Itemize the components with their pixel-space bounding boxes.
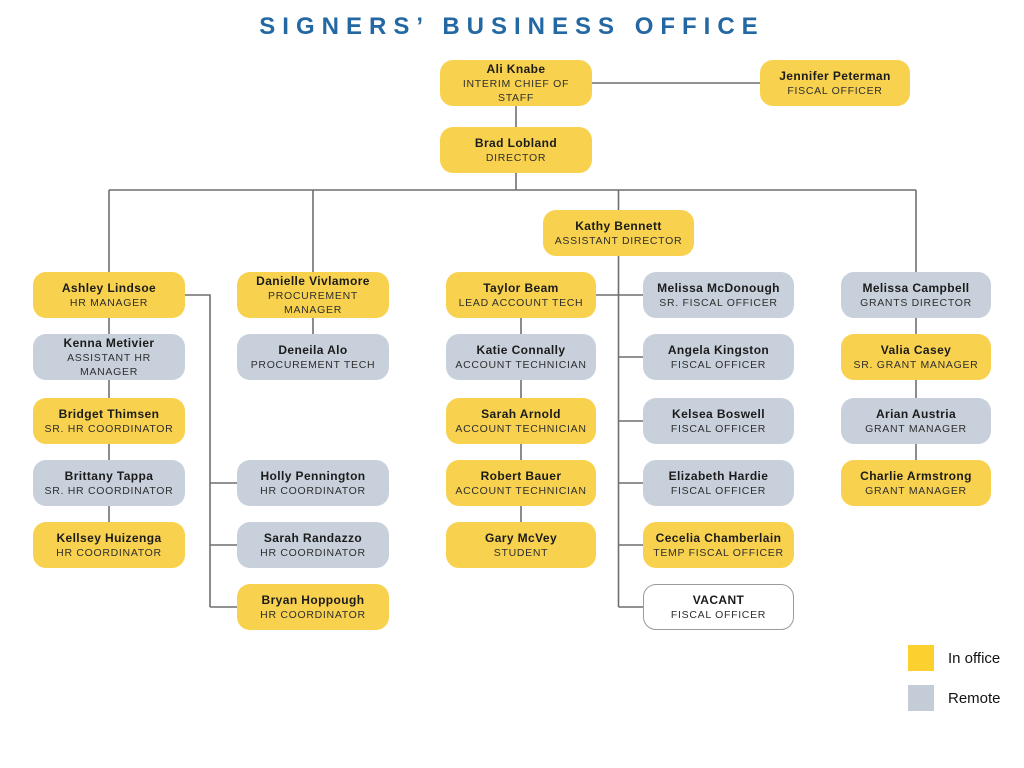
org-node-melissa-mcdonough: Melissa McDonough SR. FISCAL OFFICER (643, 272, 794, 318)
person-role: SR. GRANT MANAGER (853, 359, 979, 371)
org-node-vacant-fiscal-officer: VACANT FISCAL OFFICER (643, 584, 794, 630)
org-node-bryan-hoppough: Bryan Hoppough HR COORDINATOR (237, 584, 389, 630)
person-role: HR COORDINATOR (260, 547, 366, 559)
person-role: GRANT MANAGER (865, 485, 967, 497)
person-name: Bryan Hoppough (261, 592, 365, 607)
legend: In office Remote (908, 645, 1018, 725)
person-name: Sarah Arnold (481, 406, 561, 421)
org-node-angela-kingston: Angela Kingston FISCAL OFFICER (643, 334, 794, 380)
org-node-ashley-lindsoe: Ashley Lindsoe HR MANAGER (33, 272, 185, 318)
person-role: HR COORDINATOR (56, 547, 162, 559)
person-name: Kellsey Huizenga (56, 530, 162, 545)
org-node-gary-mcvey: Gary McVey STUDENT (446, 522, 596, 568)
person-role: FISCAL OFFICER (787, 85, 883, 97)
org-node-valia-casey: Valia Casey SR. GRANT MANAGER (841, 334, 991, 380)
person-role: ASSISTANT HR MANAGER (67, 351, 151, 379)
person-name: Deneila Alo (278, 342, 348, 357)
person-name: Cecelia Chamberlain (655, 530, 782, 545)
person-role: GRANT MANAGER (865, 423, 967, 435)
org-node-charlie-armstrong: Charlie Armstrong GRANT MANAGER (841, 460, 991, 506)
org-node-kathy-bennett: Kathy Bennett ASSISTANT DIRECTOR (543, 210, 694, 256)
person-name: Elizabeth Hardie (668, 468, 769, 483)
org-node-ali-knabe: Ali Knabe INTERIM CHIEF OF STAFF (440, 60, 592, 106)
org-node-bridget-thimsen: Bridget Thimsen SR. HR COORDINATOR (33, 398, 185, 444)
org-node-kellsey-huizenga: Kellsey Huizenga HR COORDINATOR (33, 522, 185, 568)
person-role: INTERIM CHIEF OF STAFF (462, 77, 570, 105)
person-role: PROCUREMENT MANAGER (268, 289, 358, 317)
legend-label: Remote (948, 689, 1001, 707)
person-name: Katie Connally (476, 342, 566, 357)
org-node-brittany-tappa: Brittany Tappa SR. HR COORDINATOR (33, 460, 185, 506)
person-role: ACCOUNT TECHNICIAN (455, 423, 587, 435)
person-role: HR COORDINATOR (260, 485, 366, 497)
person-name: Danielle Vivlamore (256, 273, 370, 288)
person-name: VACANT (692, 592, 745, 607)
org-node-taylor-beam: Taylor Beam LEAD ACCOUNT TECH (446, 272, 596, 318)
person-role: LEAD ACCOUNT TECH (458, 297, 584, 309)
person-role: HR COORDINATOR (260, 609, 366, 621)
person-name: Angela Kingston (667, 342, 770, 357)
legend-label: In office (948, 649, 1001, 667)
page-title: SIGNERS’ BUSINESS OFFICE (259, 13, 765, 40)
org-node-arian-austria: Arian Austria GRANT MANAGER (841, 398, 991, 444)
person-role: DIRECTOR (485, 152, 547, 164)
in-office-swatch (908, 645, 934, 671)
org-node-cecelia-chamberlain: Cecelia Chamberlain TEMP FISCAL OFFICER (643, 522, 794, 568)
person-role: FISCAL OFFICER (670, 609, 767, 621)
org-node-kenna-metivier: Kenna Metivier ASSISTANT HR MANAGER (33, 334, 185, 380)
person-role: FISCAL OFFICER (670, 359, 767, 371)
org-node-sarah-arnold: Sarah Arnold ACCOUNT TECHNICIAN (446, 398, 596, 444)
person-name: Sarah Randazzo (263, 530, 363, 545)
person-role: ACCOUNT TECHNICIAN (455, 359, 587, 371)
org-node-melissa-campbell: Melissa Campbell GRANTS DIRECTOR (841, 272, 991, 318)
org-node-holly-pennington: Holly Pennington HR COORDINATOR (237, 460, 389, 506)
org-node-robert-bauer: Robert Bauer ACCOUNT TECHNICIAN (446, 460, 596, 506)
org-node-sarah-randazzo: Sarah Randazzo HR COORDINATOR (237, 522, 389, 568)
person-name: Melissa McDonough (657, 280, 780, 295)
legend-row-remote: Remote (908, 685, 1018, 711)
org-node-elizabeth-hardie: Elizabeth Hardie FISCAL OFFICER (643, 460, 794, 506)
person-role: PROCUREMENT TECH (250, 359, 376, 371)
person-name: Ali Knabe (486, 61, 546, 76)
org-node-jennifer-peterman: Jennifer Peterman FISCAL OFFICER (760, 60, 910, 106)
person-name: Melissa Campbell (862, 280, 970, 295)
person-name: Brad Lobland (474, 135, 558, 150)
person-role: FISCAL OFFICER (670, 423, 767, 435)
person-name: Ashley Lindsoe (61, 280, 157, 295)
org-node-kelsea-boswell: Kelsea Boswell FISCAL OFFICER (643, 398, 794, 444)
org-node-deneila-alo: Deneila Alo PROCUREMENT TECH (237, 334, 389, 380)
person-role: GRANTS DIRECTOR (860, 297, 972, 309)
org-node-danielle-vivlamore: Danielle Vivlamore PROCUREMENT MANAGER (237, 272, 389, 318)
person-name: Bridget Thimsen (58, 406, 160, 421)
person-name: Taylor Beam (483, 280, 559, 295)
org-node-brad-lobland: Brad Lobland DIRECTOR (440, 127, 592, 173)
org-node-katie-connally: Katie Connally ACCOUNT TECHNICIAN (446, 334, 596, 380)
person-name: Valia Casey (880, 342, 952, 357)
person-role: SR. FISCAL OFFICER (659, 297, 778, 309)
person-name: Jennifer Peterman (779, 68, 891, 83)
person-name: Brittany Tappa (64, 468, 154, 483)
person-name: Kathy Bennett (575, 218, 662, 233)
person-role: ASSISTANT DIRECTOR (554, 235, 683, 247)
person-role: HR MANAGER (69, 297, 149, 309)
person-name: Holly Pennington (260, 468, 366, 483)
person-name: Kenna Metivier (63, 335, 155, 350)
person-name: Kelsea Boswell (672, 406, 765, 421)
remote-swatch (908, 685, 934, 711)
person-role: SR. HR COORDINATOR (44, 423, 174, 435)
person-role: ACCOUNT TECHNICIAN (455, 485, 587, 497)
person-role: STUDENT (493, 547, 549, 559)
person-role: FISCAL OFFICER (670, 485, 767, 497)
person-role: SR. HR COORDINATOR (44, 485, 174, 497)
person-name: Robert Bauer (480, 468, 562, 483)
person-role: TEMP FISCAL OFFICER (653, 547, 784, 559)
person-name: Charlie Armstrong (860, 468, 972, 483)
person-name: Arian Austria (875, 406, 957, 421)
legend-row-in-office: In office (908, 645, 1018, 671)
person-name: Gary McVey (484, 530, 558, 545)
